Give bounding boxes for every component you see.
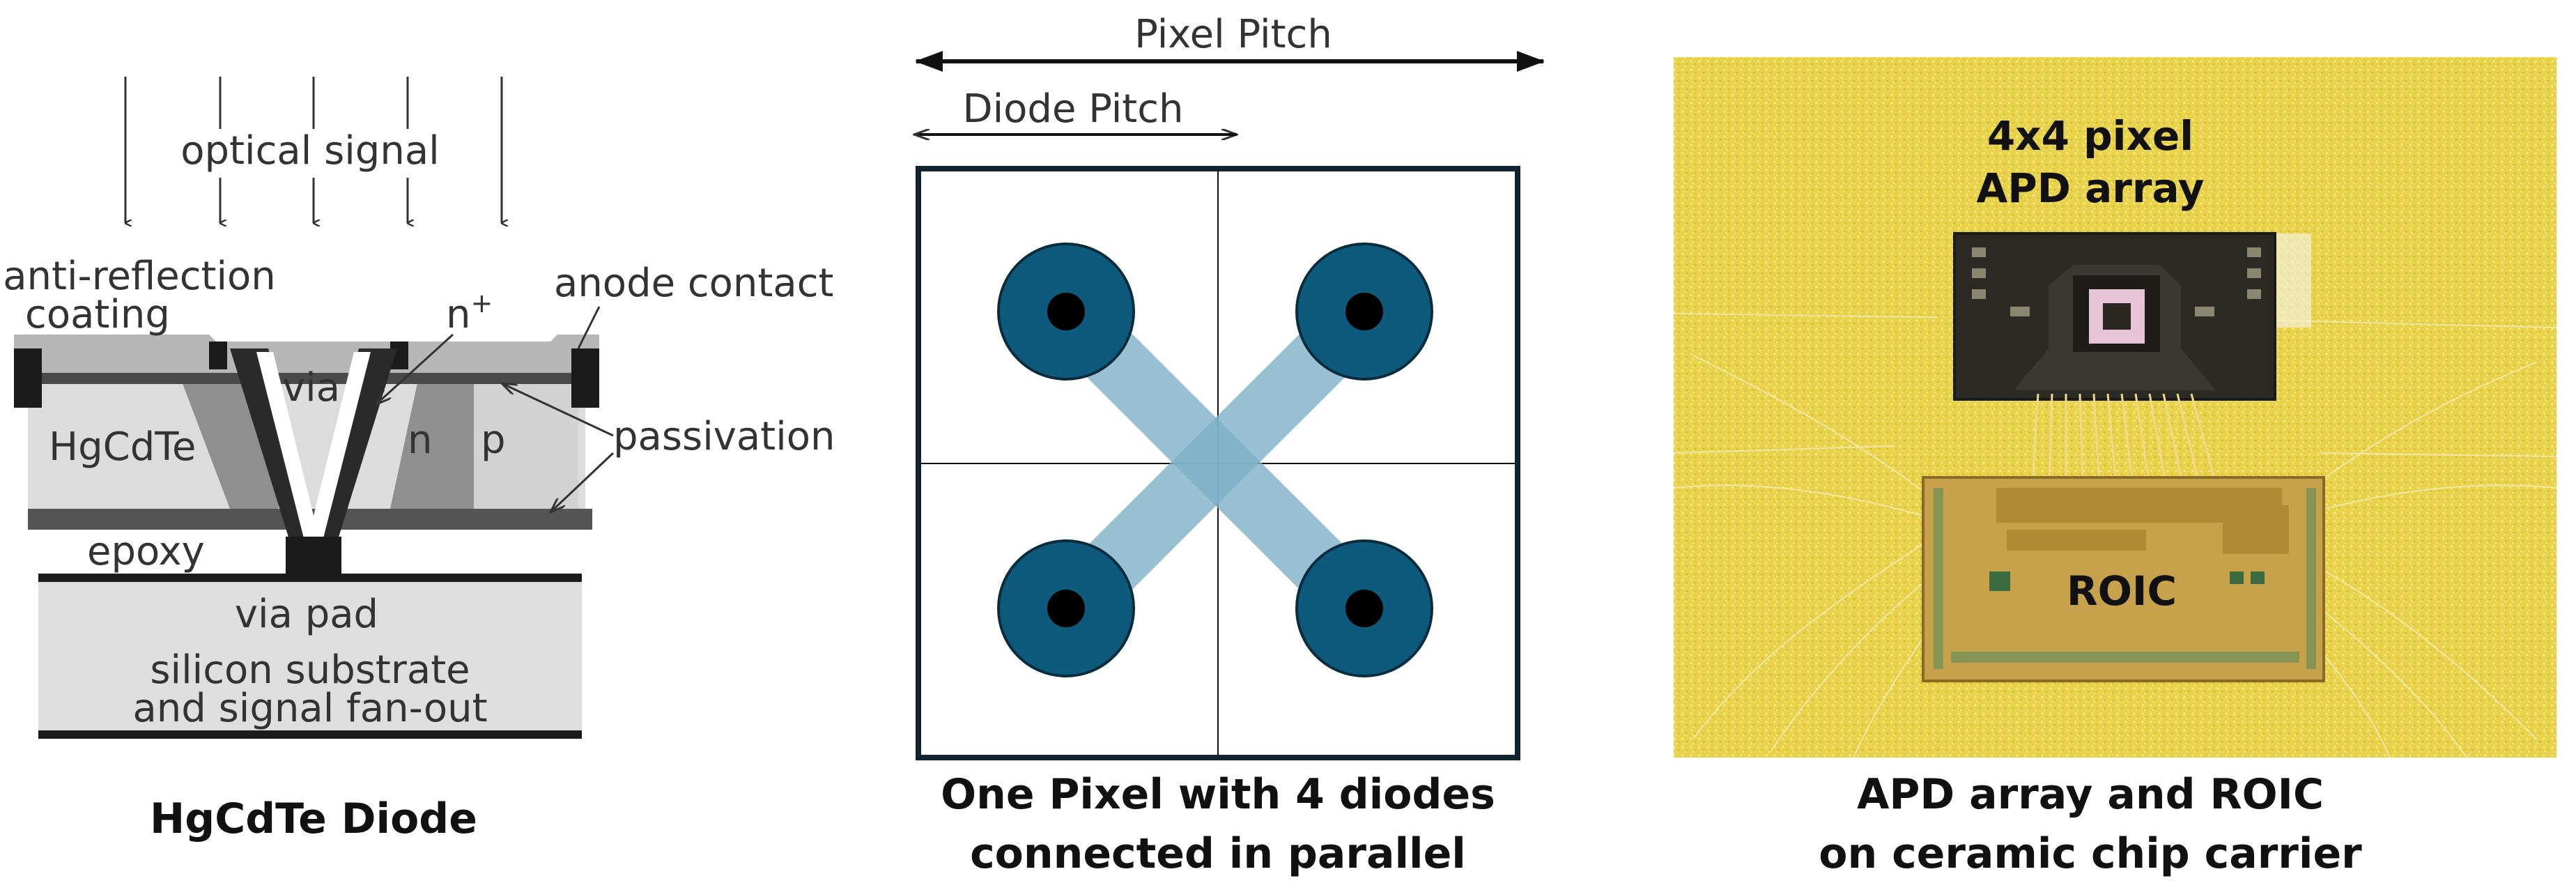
coating-label: coating <box>25 292 170 337</box>
apd-array-label-line2: APD array <box>1976 164 2204 212</box>
diode-pitch-label: Diode Pitch <box>962 86 1183 132</box>
p-region-label: p <box>481 417 506 463</box>
pixel-layout: Pixel Pitch Diode Pitch One Pixel wit <box>914 12 1545 878</box>
diode-cross-section: optical signal anti-reflection coating n… <box>3 77 835 843</box>
connector-diagonal-2 <box>1045 291 1387 632</box>
diode-bottom-right <box>1295 539 1433 677</box>
diode-top-right <box>1295 243 1433 381</box>
fan-out-label: and signal fan-out <box>132 686 487 731</box>
roic-label: ROIC <box>2067 567 2177 615</box>
anode-contact-label: anode contact <box>554 261 833 306</box>
via-pad-label: via pad <box>235 592 378 637</box>
diode-top-left <box>997 243 1135 381</box>
epoxy-label: epoxy <box>87 529 205 574</box>
photo-caption-line1: APD array and ROIC <box>1857 770 2324 819</box>
diode-caption: HgCdTe Diode <box>150 795 477 843</box>
photo-caption-line2: on ceramic chip carrier <box>1819 829 2362 878</box>
hgcdte-label: HgCdTe <box>49 424 196 470</box>
pixel-pitch-label: Pixel Pitch <box>1134 12 1332 57</box>
pixel-caption-line2: connected in parallel <box>970 829 1466 878</box>
substrate-label: silicon substrate <box>150 647 470 693</box>
via-label: via <box>282 365 340 411</box>
pixel-caption-line1: One Pixel with 4 diodes <box>941 770 1495 819</box>
apd-array-label-line1: 4x4 pixel <box>1987 112 2193 160</box>
anti-reflection-label: anti-reflection <box>3 254 276 299</box>
chip-photo: 4x4 pixel APD array ROIC APD array and R… <box>1673 57 2557 878</box>
optical-signal-label: optical signal <box>180 128 439 174</box>
n-region-label: n <box>408 417 433 463</box>
n-plus-label: n+ <box>446 288 493 337</box>
passivation-label: passivation <box>613 414 835 459</box>
diode-bottom-left <box>997 539 1135 677</box>
